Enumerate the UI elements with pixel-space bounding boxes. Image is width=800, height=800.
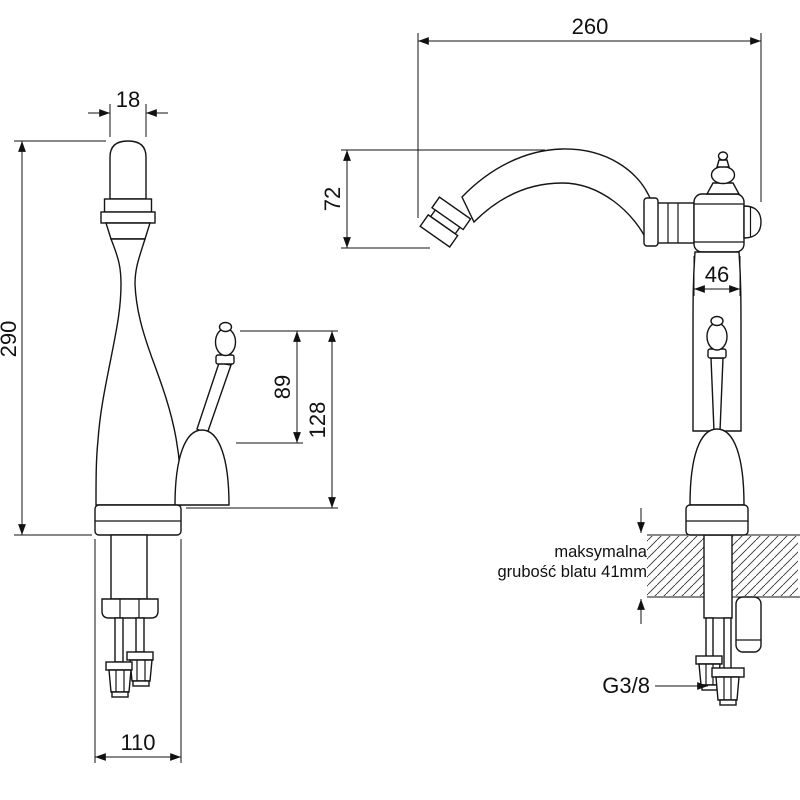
threaded-shank xyxy=(110,534,148,600)
dim-spout-width-label: 18 xyxy=(116,87,140,112)
aerator-ring-2 xyxy=(100,211,156,224)
mounting-stud-left xyxy=(705,617,714,659)
finial-neck xyxy=(716,159,730,168)
handle-knob xyxy=(706,322,728,351)
dim-total-height-label: 290 xyxy=(0,321,21,358)
aerator-ring-1 xyxy=(103,198,153,213)
mounting-stud-left xyxy=(114,617,124,663)
front-view: 18 290 89 128 110 xyxy=(0,87,338,763)
nut-base-right xyxy=(132,680,150,687)
hex-nut-left xyxy=(108,669,132,693)
washer-left xyxy=(695,655,723,665)
mounting-plate xyxy=(735,596,762,653)
front-faucet xyxy=(94,140,237,698)
dim-spout-drop-label: 72 xyxy=(320,187,345,211)
handle-knob xyxy=(214,327,237,357)
countertop-note-line2: grubość blatu 41mm xyxy=(498,563,648,581)
base-flange xyxy=(685,504,749,536)
handle-lever xyxy=(196,362,232,435)
handle-rosette xyxy=(174,429,230,506)
dim-spout-width: 18 xyxy=(88,87,168,137)
faucet-body-outline xyxy=(95,238,182,506)
washer-right xyxy=(711,667,745,678)
nut-base-left xyxy=(111,691,129,698)
dim-base-width: 110 xyxy=(94,539,182,763)
aerator-ring-3 xyxy=(105,222,151,240)
nut-base-right xyxy=(719,699,737,706)
countertop-thickness-note: maksymalna grubość blatu 41mm xyxy=(498,508,648,624)
base-flange xyxy=(94,504,182,536)
handle-knob-cap xyxy=(710,315,724,327)
finial-tip xyxy=(717,151,729,161)
dim-spout-drop: 72 xyxy=(320,149,545,249)
dim-handle-to-base-label: 128 xyxy=(305,402,330,439)
spout-outlet xyxy=(419,196,472,248)
aerator-tip xyxy=(419,213,459,248)
hex-nut-right xyxy=(129,659,153,682)
spout-tip-cap xyxy=(109,140,147,200)
threaded-shank xyxy=(703,534,733,619)
washer-right xyxy=(126,651,154,661)
dim-total-height: 290 xyxy=(0,140,106,536)
dim-body-width: 46 xyxy=(693,256,741,296)
dim-handle-height: 89 128 xyxy=(186,330,338,509)
countertop-note-line1: maksymalna xyxy=(554,543,647,561)
dim-body-width-label: 46 xyxy=(705,262,729,287)
head-block xyxy=(693,193,745,253)
handle-collar xyxy=(215,354,235,365)
countertop-section xyxy=(647,534,800,598)
countertop-hatch-left xyxy=(647,536,704,596)
spout-neck-joint xyxy=(655,202,695,244)
countertop-hatch-right xyxy=(732,536,798,596)
finial-base xyxy=(705,182,741,195)
dim-spout-reach-label: 260 xyxy=(572,14,609,39)
dim-handle-height-label: 89 xyxy=(270,375,295,399)
thread-size-callout: G3/8 xyxy=(602,673,708,698)
mounting-stud-right xyxy=(135,617,145,653)
hex-nut-right xyxy=(715,676,740,701)
side-faucet xyxy=(419,148,800,706)
head-end-cap xyxy=(743,205,762,239)
joint-collar xyxy=(643,197,659,247)
side-view: 260 72 46 maksymalna grubość blatu 41mm … xyxy=(320,14,800,706)
handle-rosette xyxy=(689,428,745,506)
finial-bead xyxy=(710,165,736,185)
spout-curve xyxy=(461,148,653,246)
dim-base-width-label: 110 xyxy=(120,730,155,755)
handle-knob-cap xyxy=(218,321,233,333)
mounting-stud-right xyxy=(723,617,732,671)
washer-left xyxy=(105,661,133,671)
thread-size-label: G3/8 xyxy=(602,673,650,698)
mounting-bracket xyxy=(101,598,159,619)
dim-spout-reach: 260 xyxy=(417,14,762,218)
